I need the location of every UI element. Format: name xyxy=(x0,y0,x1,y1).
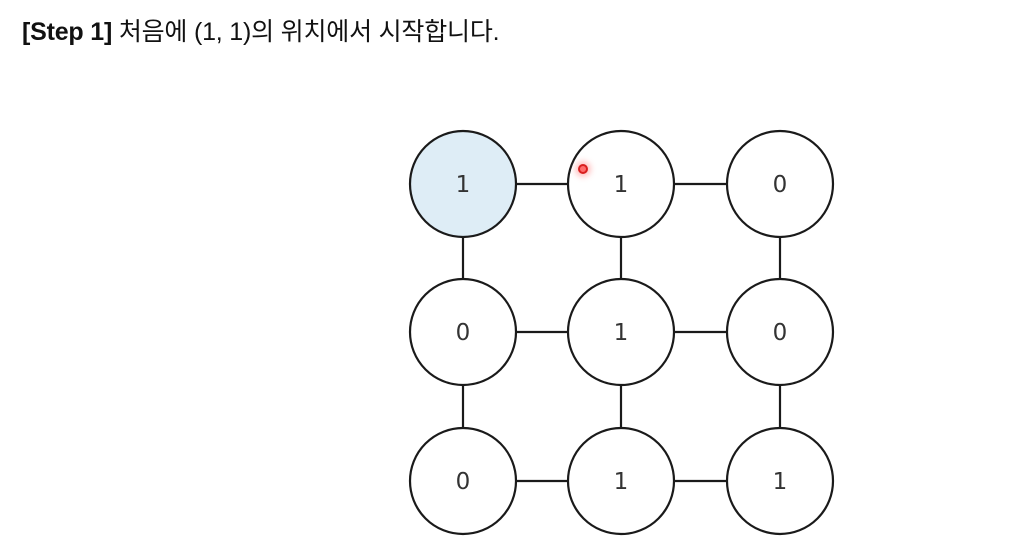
grid-node-2-2: 1 xyxy=(566,277,676,387)
step-label: [Step 1] xyxy=(22,18,113,46)
mouse-cursor-indicator xyxy=(578,164,588,174)
grid-node-1-1: 1 xyxy=(408,129,518,239)
node-circle xyxy=(408,426,518,536)
grid-node-1-2: 1 xyxy=(566,129,676,239)
node-value: 1 xyxy=(456,172,471,198)
step-description: 처음에 (1, 1)의 위치에서 시작합니다. xyxy=(118,18,500,46)
grid-node-3-2: 1 xyxy=(566,426,676,536)
grid-nodes: 1 1 0 0 1 0 0 1 1 xyxy=(408,129,835,536)
node-value: 0 xyxy=(456,320,471,346)
node-circle xyxy=(725,277,835,387)
node-value: 1 xyxy=(773,469,788,495)
node-circle xyxy=(725,426,835,536)
current-node-circle xyxy=(408,129,518,239)
grid-node-2-3: 0 xyxy=(725,277,835,387)
node-value: 1 xyxy=(614,469,629,495)
grid-node-2-1: 0 xyxy=(408,277,518,387)
node-circle xyxy=(566,426,676,536)
step-heading: [Step 1] 처음에 (1, 1)의 위치에서 시작합니다. xyxy=(22,12,500,48)
node-circle xyxy=(566,277,676,387)
node-circle xyxy=(566,129,676,239)
node-value: 0 xyxy=(773,320,788,346)
grid-node-3-3: 1 xyxy=(725,426,835,536)
grid-node-3-1: 0 xyxy=(408,426,518,536)
node-value: 1 xyxy=(614,172,629,198)
grid-node-1-3: 0 xyxy=(725,129,835,239)
node-value: 0 xyxy=(456,469,471,495)
node-circle xyxy=(725,129,835,239)
node-circle xyxy=(408,277,518,387)
node-value: 1 xyxy=(614,320,629,346)
grid-edges xyxy=(461,182,782,483)
node-value: 0 xyxy=(773,172,788,198)
